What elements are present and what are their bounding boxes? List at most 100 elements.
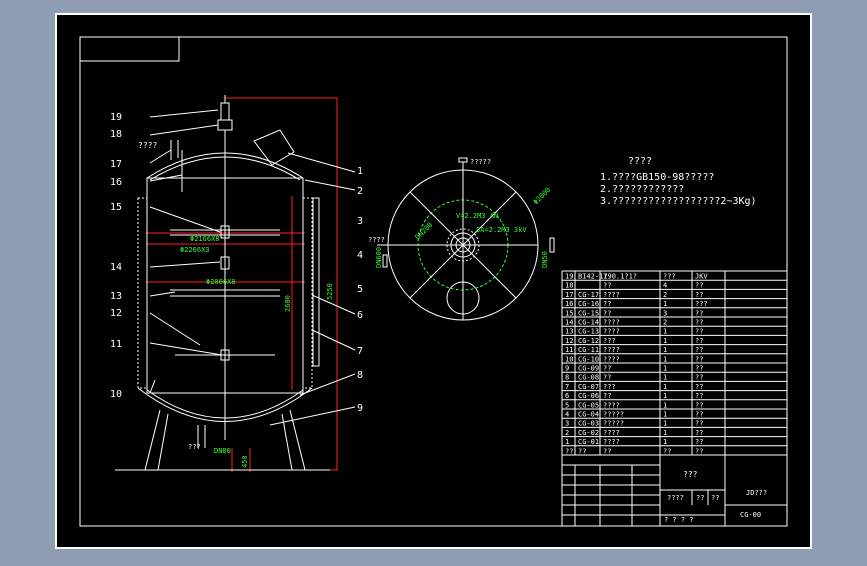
tank-elevation xyxy=(115,95,356,472)
bom-cell: ???? xyxy=(603,429,620,437)
part-number: 17 xyxy=(110,159,122,170)
bom-cell: ??? xyxy=(603,337,616,345)
part-number: 8 xyxy=(357,370,363,381)
bom-cell: CG-04 xyxy=(578,411,599,419)
bom-cell: ??? xyxy=(695,300,708,308)
bom-cell: CG-12 xyxy=(578,337,599,345)
bom-cell: 17 xyxy=(565,291,573,299)
bom-cell: CG-01 xyxy=(578,438,599,446)
bom-cell: ?? xyxy=(695,291,703,299)
bom-cell: ???? xyxy=(603,438,620,446)
dim-bottom: 450 xyxy=(241,455,249,468)
bom-cell: BI42-1790.1?1? xyxy=(578,273,637,281)
bom-cell: ?? xyxy=(695,401,703,409)
dim-height-shell: 2600 xyxy=(284,295,292,312)
plan-left-label: ???? xyxy=(368,236,385,244)
bom-cell: CG-06 xyxy=(578,392,599,400)
bom-cell: ?? xyxy=(695,411,703,419)
bom-cell: 12 xyxy=(565,337,573,345)
bom-cell: 11 xyxy=(565,346,573,354)
bom-cell: ?? xyxy=(695,383,703,391)
bom-cell: ?? xyxy=(695,365,703,373)
note-line: 3.??????????????????2~3Kg) xyxy=(600,196,757,207)
bom-cell: 1 xyxy=(663,411,667,419)
bom-cell: 14 xyxy=(565,319,573,327)
dim-diameter: Φ2066X8 xyxy=(206,278,236,286)
bom-cell: 1 xyxy=(663,346,667,354)
title-code: JD??? xyxy=(746,489,767,497)
bom-cell: JKV xyxy=(695,273,708,281)
bom-cell: ?? xyxy=(695,282,703,290)
part-number: 2 xyxy=(357,186,363,197)
title-cell: ?? xyxy=(696,494,704,502)
bom-cell: 4 xyxy=(565,411,569,419)
bom-cell: 3 xyxy=(565,420,569,428)
part-number: 12 xyxy=(110,308,122,319)
notes-title: ???? xyxy=(628,156,652,167)
nozzle-label: ???? xyxy=(138,141,157,150)
plan-note: V=2.2M3 AN xyxy=(456,212,498,220)
dim-diameter: Φ2166X8 xyxy=(190,235,220,243)
title-cell: ???? xyxy=(667,494,684,502)
drawing-sheet xyxy=(55,13,812,549)
dim-outlet: DN80 xyxy=(214,447,231,455)
plan-left-nozzle: DN600 xyxy=(375,247,383,268)
bom-cell: ???? xyxy=(603,328,620,336)
dim-diameter: Φ2266X3 xyxy=(180,246,210,254)
bom-cell: CG-16 xyxy=(578,300,599,308)
bom-cell: ?? xyxy=(695,346,703,354)
bom-cell: 1 xyxy=(663,383,667,391)
bom-cell: ?? xyxy=(695,319,703,327)
title-name: ??? xyxy=(683,470,698,479)
part-number: 1 xyxy=(357,166,363,177)
bom-cell: 7 xyxy=(565,383,569,391)
bom-cell: ?? xyxy=(603,374,611,382)
bom-cell: ???? xyxy=(603,319,620,327)
bom-cell: ??? xyxy=(603,383,616,391)
bom-cell: ?? xyxy=(603,447,611,455)
bom-cell: ????? xyxy=(603,420,624,428)
bom-row: 18??4?? xyxy=(565,282,703,290)
bom-cell: 16 xyxy=(565,300,573,308)
part-number: 11 xyxy=(110,339,122,350)
bom-cell: ?? xyxy=(603,309,611,317)
bom-cell: 1 xyxy=(663,300,667,308)
bom-cell: ?? xyxy=(695,392,703,400)
bom-cell: ?? xyxy=(695,447,703,455)
bom-cell: ?? xyxy=(695,328,703,336)
bom-cell: CG-09 xyxy=(578,365,599,373)
part-number: 16 xyxy=(110,177,122,188)
bom-cell: ?? xyxy=(695,429,703,437)
bom-cell: 2 xyxy=(565,429,569,437)
bom-cell: ?? xyxy=(603,300,611,308)
bom-cell: ?? xyxy=(663,447,671,455)
plan-right-label: DN50 xyxy=(541,251,549,268)
bom-cell: CG-07 xyxy=(578,383,599,391)
bom-cell: 15 xyxy=(565,309,573,317)
drain-label: ??? xyxy=(188,443,201,451)
part-number: 6 xyxy=(357,310,363,321)
bom-cell: 1 xyxy=(603,273,607,281)
title-block: ??? ???? ?? ?? JD??? CG-00 ? ? ? ? xyxy=(561,454,788,527)
bom-cell: ?? xyxy=(565,447,573,455)
bom-cell: 2 xyxy=(663,291,667,299)
part-numbers-left: 19 18 17 16 15 14 13 12 11 10 xyxy=(110,112,122,400)
bom-cell: ?? xyxy=(578,447,586,455)
bom-cell: CG-13 xyxy=(578,328,599,336)
part-number: 3 xyxy=(357,216,363,227)
bom-cell: CG-02 xyxy=(578,429,599,437)
bom-cell: ??? xyxy=(663,273,676,281)
corner-box xyxy=(79,36,180,62)
